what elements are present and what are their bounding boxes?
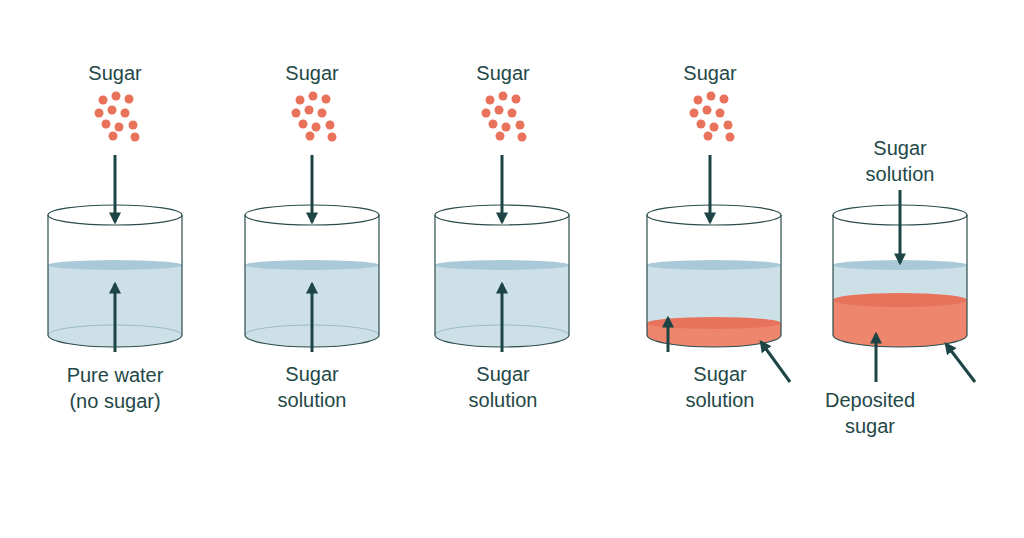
pointer-arrow [311, 155, 314, 222]
sugar-deposit [833, 300, 967, 347]
pointer-arrow [709, 155, 712, 222]
pointer-arrow [899, 190, 902, 263]
arrows [115, 155, 975, 382]
pointer-arrow [875, 334, 878, 382]
beaker [647, 92, 781, 348]
text-label: Sugar [272, 60, 352, 86]
pointer-arrow [761, 342, 790, 382]
sugar-deposit-top [833, 293, 967, 307]
pointer-arrow [946, 344, 975, 382]
pointer-arrow [501, 155, 504, 222]
sugar-grains [95, 92, 140, 142]
sugar-grains [292, 92, 337, 142]
text-label: Sugar solution [267, 361, 357, 413]
pointer-arrow [114, 155, 117, 222]
text-label: Sugar solution [458, 361, 548, 413]
pointer-arrow [114, 284, 117, 352]
text-label: Deposited sugar [815, 387, 925, 439]
text-label: Pure water (no sugar) [56, 362, 174, 414]
sugar-grains [482, 92, 527, 142]
sugar-grains [690, 92, 735, 142]
pointer-arrow [501, 284, 504, 352]
text-label: Sugar solution [855, 135, 945, 187]
pointer-arrow [667, 318, 670, 352]
water-fill [833, 260, 967, 347]
text-label: Sugar [463, 60, 543, 86]
pointer-arrow [311, 284, 314, 352]
text-label: Sugar [75, 60, 155, 86]
text-label: Sugar [670, 60, 750, 86]
text-label: Sugar solution [675, 361, 765, 413]
